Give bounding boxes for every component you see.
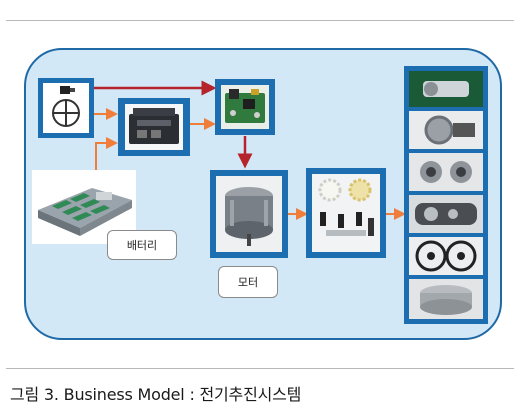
- products-column: [404, 66, 488, 324]
- electric-motor: [216, 176, 282, 252]
- pcb-box: [215, 79, 275, 135]
- figure-caption: 그림 3. Business Model : 전기추진시스템: [10, 385, 302, 404]
- product-fans: [409, 237, 483, 275]
- product-throttle-pair: [409, 153, 483, 191]
- product-actuator: [409, 71, 483, 107]
- gears-and-parts: [312, 174, 380, 252]
- product-gearbox: [409, 195, 483, 233]
- pcb-board: [221, 85, 269, 129]
- controller-icon: [43, 83, 89, 133]
- parts-box: [306, 168, 386, 258]
- battery-label: 배터리: [107, 230, 177, 260]
- top-rule: [6, 20, 514, 21]
- battery-pack: [32, 170, 136, 244]
- motor-label: 모터: [218, 266, 278, 298]
- motor-box: [210, 170, 288, 258]
- inverter-module: [125, 104, 183, 150]
- product-throttle-body: [409, 111, 483, 149]
- product-blower-wheel: [409, 279, 483, 319]
- controller-box: [38, 78, 94, 138]
- inverter-box: [118, 98, 190, 156]
- bottom-rule: [6, 368, 514, 369]
- arrow-battery-to-inverter: [95, 137, 118, 170]
